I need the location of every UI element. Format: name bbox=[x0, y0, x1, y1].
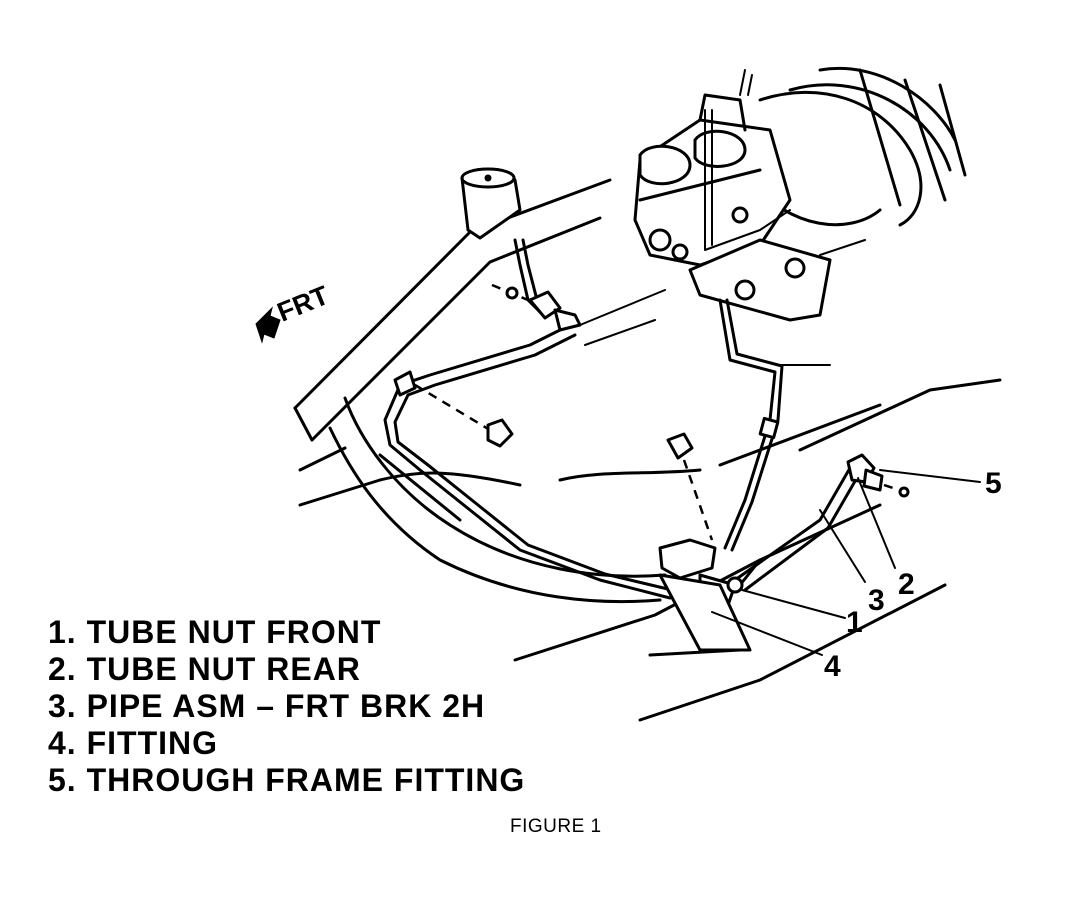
figure-caption: FIGURE 1 bbox=[510, 816, 602, 837]
leader-lines bbox=[711, 469, 981, 656]
front-direction-indicator: FRT bbox=[255, 280, 333, 344]
callout-2: 2 bbox=[898, 568, 915, 601]
legend-item-through-frame-fitting: 5. THROUGH FRAME FITTING bbox=[48, 762, 526, 798]
master-cylinder bbox=[633, 67, 967, 322]
fittings bbox=[393, 283, 910, 652]
callout-3: 3 bbox=[868, 584, 885, 617]
front-direction-label: FRT bbox=[273, 280, 333, 328]
legend-item-pipe-asm: 3. PIPE ASM – FRT BRK 2H bbox=[48, 688, 486, 724]
callout-1: 1 bbox=[846, 606, 863, 639]
legend-item-fitting: 4. FITTING bbox=[48, 725, 218, 761]
legend-item-tube-nut-front: 1. TUBE NUT FRONT bbox=[48, 614, 382, 650]
legend-item-tube-nut-rear: 2. TUBE NUT REAR bbox=[48, 651, 361, 687]
front-arrow-icon bbox=[255, 306, 281, 344]
callout-4: 4 bbox=[824, 650, 841, 683]
brake-pipes bbox=[383, 238, 860, 600]
parts-legend: 1. TUBE NUT FRONT 2. TUBE NUT REAR 3. PI… bbox=[48, 614, 525, 799]
callout-5: 5 bbox=[985, 467, 1002, 500]
